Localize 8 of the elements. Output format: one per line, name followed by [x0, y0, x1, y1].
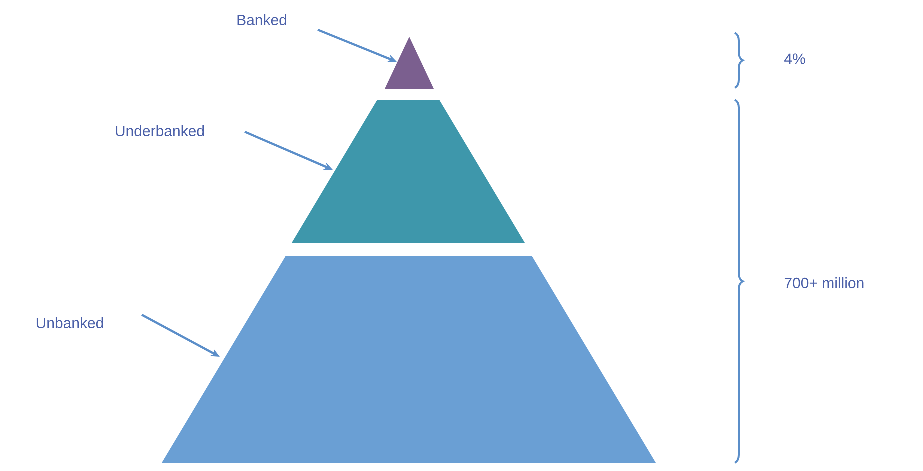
part-label: Underbanked — [116, 126, 204, 136]
part-label: Unbanked — [36, 318, 104, 328]
pyramid-top-triangle — [385, 37, 434, 89]
brace-label: 4% — [784, 54, 806, 64]
pyramid-tier — [292, 100, 525, 243]
part-label: Banked — [238, 14, 286, 26]
pyramid-tier — [162, 256, 656, 463]
brace-label: 700+ million — [784, 278, 864, 288]
